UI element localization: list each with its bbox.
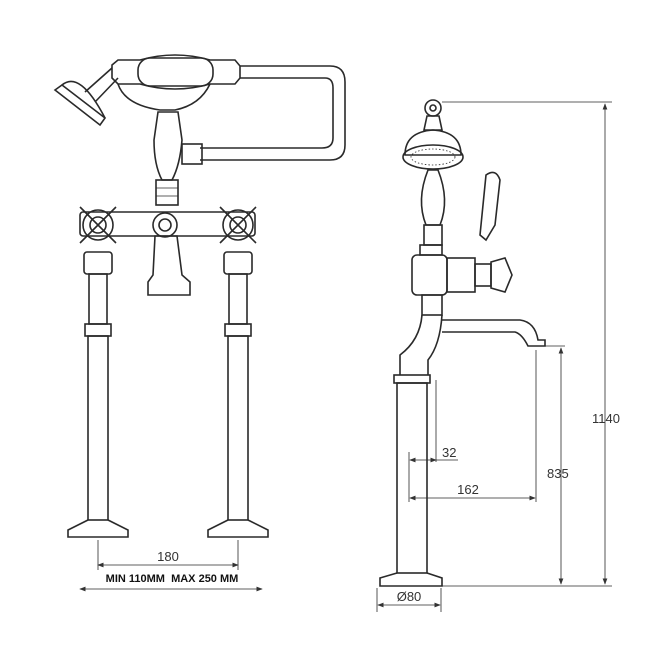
- side-view: 1140 835 32 162 Ø80: [376, 99, 620, 612]
- front-view: 180 MIN 110MM MAX 250 MM: [53, 54, 346, 592]
- dimension-range: MIN 110MM MAX 250 MM: [106, 573, 239, 585]
- leg-left: [67, 251, 129, 538]
- handle-right: [219, 206, 257, 244]
- dimension-centres: 180: [157, 549, 179, 564]
- dimension-spout-height: 835: [547, 466, 569, 481]
- handle-left: [79, 206, 117, 244]
- dimension-spout-reach: 162: [457, 482, 479, 497]
- hand-shower-head: [53, 67, 119, 127]
- dimension-total-height: 1140: [592, 411, 620, 426]
- dimension-base-diameter: Ø80: [397, 589, 422, 604]
- leg-right: [207, 251, 269, 538]
- dimension-offset: 32: [442, 445, 456, 460]
- handset: [111, 54, 241, 111]
- hose-loop: [200, 65, 346, 161]
- side-shower-head: [402, 129, 464, 170]
